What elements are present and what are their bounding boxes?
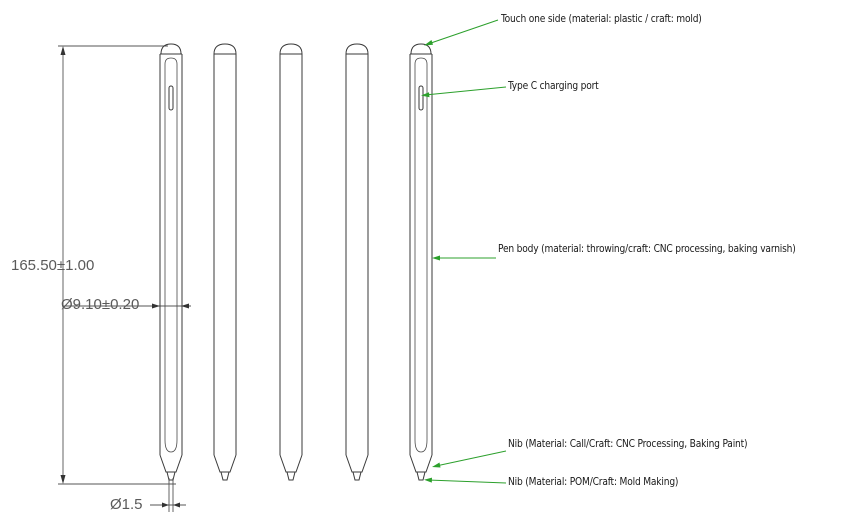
callout-nib-sleeve: Nib (Material: Call/Craft: CNC Processin… — [508, 437, 748, 450]
nib-diameter-dimension — [150, 478, 186, 512]
callout-charging-port: Type C charging port — [508, 79, 599, 92]
pen-view-5 — [409, 43, 433, 481]
pen-3-cap — [279, 43, 303, 55]
nib-arrow-right — [173, 502, 180, 508]
diameter-dimension-label: Ø9.10±0.20 — [61, 296, 140, 313]
leader-touch-side — [427, 19, 499, 45]
pen-3-nib-cone — [279, 454, 303, 473]
pen-5-charging-port — [418, 85, 424, 111]
pen-4-nib-cone — [345, 454, 369, 473]
pen-2-nib-tip — [220, 471, 230, 481]
diameter-arrow-left — [152, 303, 160, 309]
leader-charging-port-arrow — [421, 92, 430, 98]
callout-nib-tip: Nib (Material: POM/Craft: Mold Making) — [508, 475, 679, 488]
pen-1-cap — [160, 43, 182, 55]
leader-nib-tip-arrow — [424, 477, 432, 483]
pen-5-flat-face — [414, 57, 428, 453]
nib-arrow-left — [162, 502, 169, 508]
pen-view-1 — [159, 43, 183, 481]
leader-nib-sleeve — [435, 450, 507, 467]
leader-touch-side-arrow — [424, 40, 433, 46]
diameter-dimension — [62, 303, 191, 309]
pen-1-flat-face — [164, 57, 178, 453]
pen-1-nib-tip — [166, 471, 176, 481]
length-dimension — [58, 45, 176, 485]
nib-diameter-label: Ø1.5 — [110, 496, 143, 513]
leader-nib-tip — [427, 479, 507, 484]
leader-lines — [421, 19, 507, 484]
pen-4-cap — [345, 43, 369, 55]
diameter-arrow-right — [181, 303, 189, 309]
pen-1-nib-cone — [159, 454, 183, 473]
callout-touch-side: Touch one side (material: plastic / craf… — [501, 12, 702, 25]
pen-5-nib-cone — [409, 454, 433, 473]
pen-2-nib-cone — [213, 454, 237, 473]
length-arrow-bottom — [60, 475, 66, 484]
leader-charging-port — [424, 86, 507, 96]
leader-nib-sleeve-arrow — [432, 462, 441, 468]
pen-2-cap — [213, 43, 237, 55]
pen-1-charging-port — [168, 85, 174, 111]
pen-4-nib-tip — [352, 471, 362, 481]
leader-pen-body-arrow — [432, 255, 440, 261]
pen-view-2 — [213, 43, 237, 481]
pen-3-nib-tip — [286, 471, 296, 481]
callout-pen-body: Pen body (material: throwing/craft: CNC … — [498, 242, 796, 255]
pen-view-3 — [279, 43, 303, 481]
pen-5-nib-tip — [416, 471, 426, 481]
length-dimension-label: 165.50±1.00 — [11, 257, 95, 274]
pen-view-4 — [345, 43, 369, 481]
length-arrow-top — [60, 46, 66, 55]
pen-5-cap — [410, 43, 432, 55]
